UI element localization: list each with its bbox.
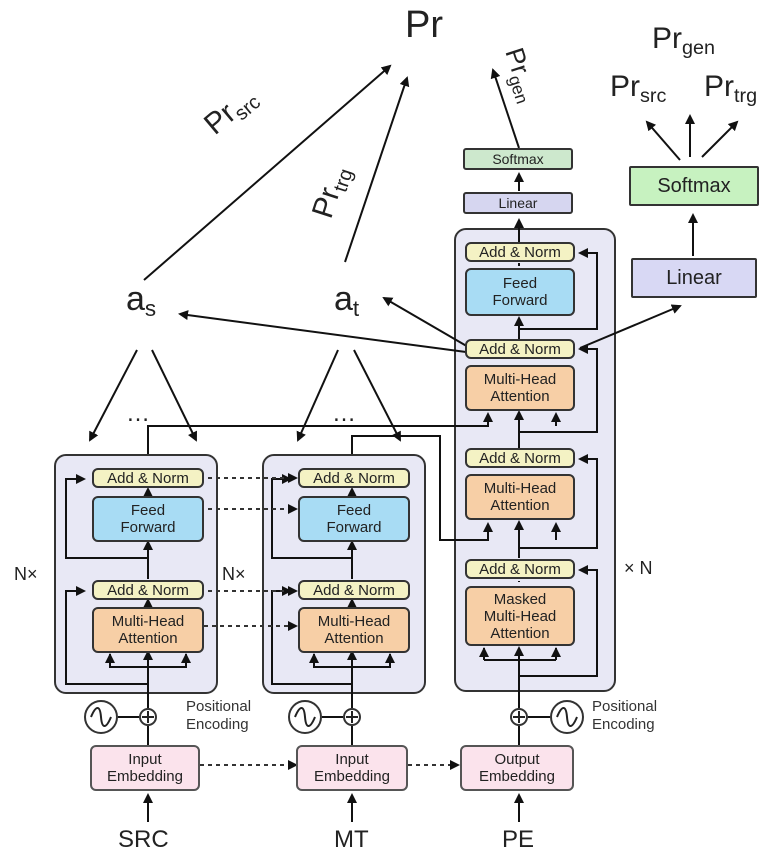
mt-repeat-label: N× xyxy=(222,564,246,584)
mt-add-norm-top: Add & Norm xyxy=(298,468,410,488)
sine-wave-icon xyxy=(84,700,118,734)
mt-label: MT xyxy=(334,826,369,853)
plus-circle-icon xyxy=(139,708,157,726)
src-feed-forward: Feed Forward xyxy=(92,496,204,542)
pr-trg-label-right: Prtrg xyxy=(704,70,758,107)
dec-add-norm-0: Add & Norm xyxy=(465,559,575,579)
a-s-label: as xyxy=(126,280,157,322)
positional-encoding-label-right: Positional Encoding xyxy=(592,698,658,733)
dec-masked-multi-head-attention: Masked Multi-Head Attention xyxy=(465,586,575,646)
src-add-norm-bottom: Add & Norm xyxy=(92,580,204,600)
mt-input-embedding: Input Embedding xyxy=(296,745,408,791)
mt-multi-head-attention: Multi-Head Attention xyxy=(298,607,410,653)
dec-multi-head-attention-bottom: Multi-Head Attention xyxy=(465,474,575,520)
linear-detail: Linear xyxy=(631,258,757,298)
src-add-norm-top: Add & Norm xyxy=(92,468,204,488)
pr-label: Pr xyxy=(405,4,443,46)
mt-feed-forward: Feed Forward xyxy=(298,496,410,542)
dec-linear: Linear xyxy=(463,192,573,214)
src-multi-head-attention: Multi-Head Attention xyxy=(92,607,204,653)
mt-add-norm-bottom: Add & Norm xyxy=(298,580,410,600)
pe-label: PE xyxy=(502,826,535,853)
pe-output-embedding: Output Embedding xyxy=(460,745,574,791)
softmax-detail: Softmax xyxy=(629,166,759,206)
dec-feed-forward: Feed Forward xyxy=(465,268,575,316)
dec-softmax: Softmax xyxy=(463,148,573,170)
dec-add-norm-3: Add & Norm xyxy=(465,242,575,262)
pr-src-label-right: Prsrc xyxy=(610,70,667,107)
src-input-embedding: Input Embedding xyxy=(90,745,200,791)
src-label: SRC xyxy=(118,826,169,853)
positional-encoding-label-left: Positional Encoding xyxy=(186,698,252,733)
sine-wave-icon xyxy=(288,700,322,734)
a-t-label: at xyxy=(334,280,360,322)
pr-gen-label: Prgen xyxy=(652,22,716,59)
dec-add-norm-1: Add & Norm xyxy=(465,448,575,468)
dec-multi-head-attention-top: Multi-Head Attention xyxy=(465,365,575,411)
decoder-repeat-label: × N xyxy=(624,558,653,578)
sine-wave-icon xyxy=(550,700,584,734)
src-repeat-label: N× xyxy=(14,564,38,584)
mt-encoder-stack xyxy=(262,454,426,694)
dec-add-norm-2: Add & Norm xyxy=(465,339,575,359)
src-ellipsis: … xyxy=(126,400,150,427)
plus-circle-icon xyxy=(510,708,528,726)
plus-circle-icon xyxy=(343,708,361,726)
mt-ellipsis: … xyxy=(332,400,356,427)
